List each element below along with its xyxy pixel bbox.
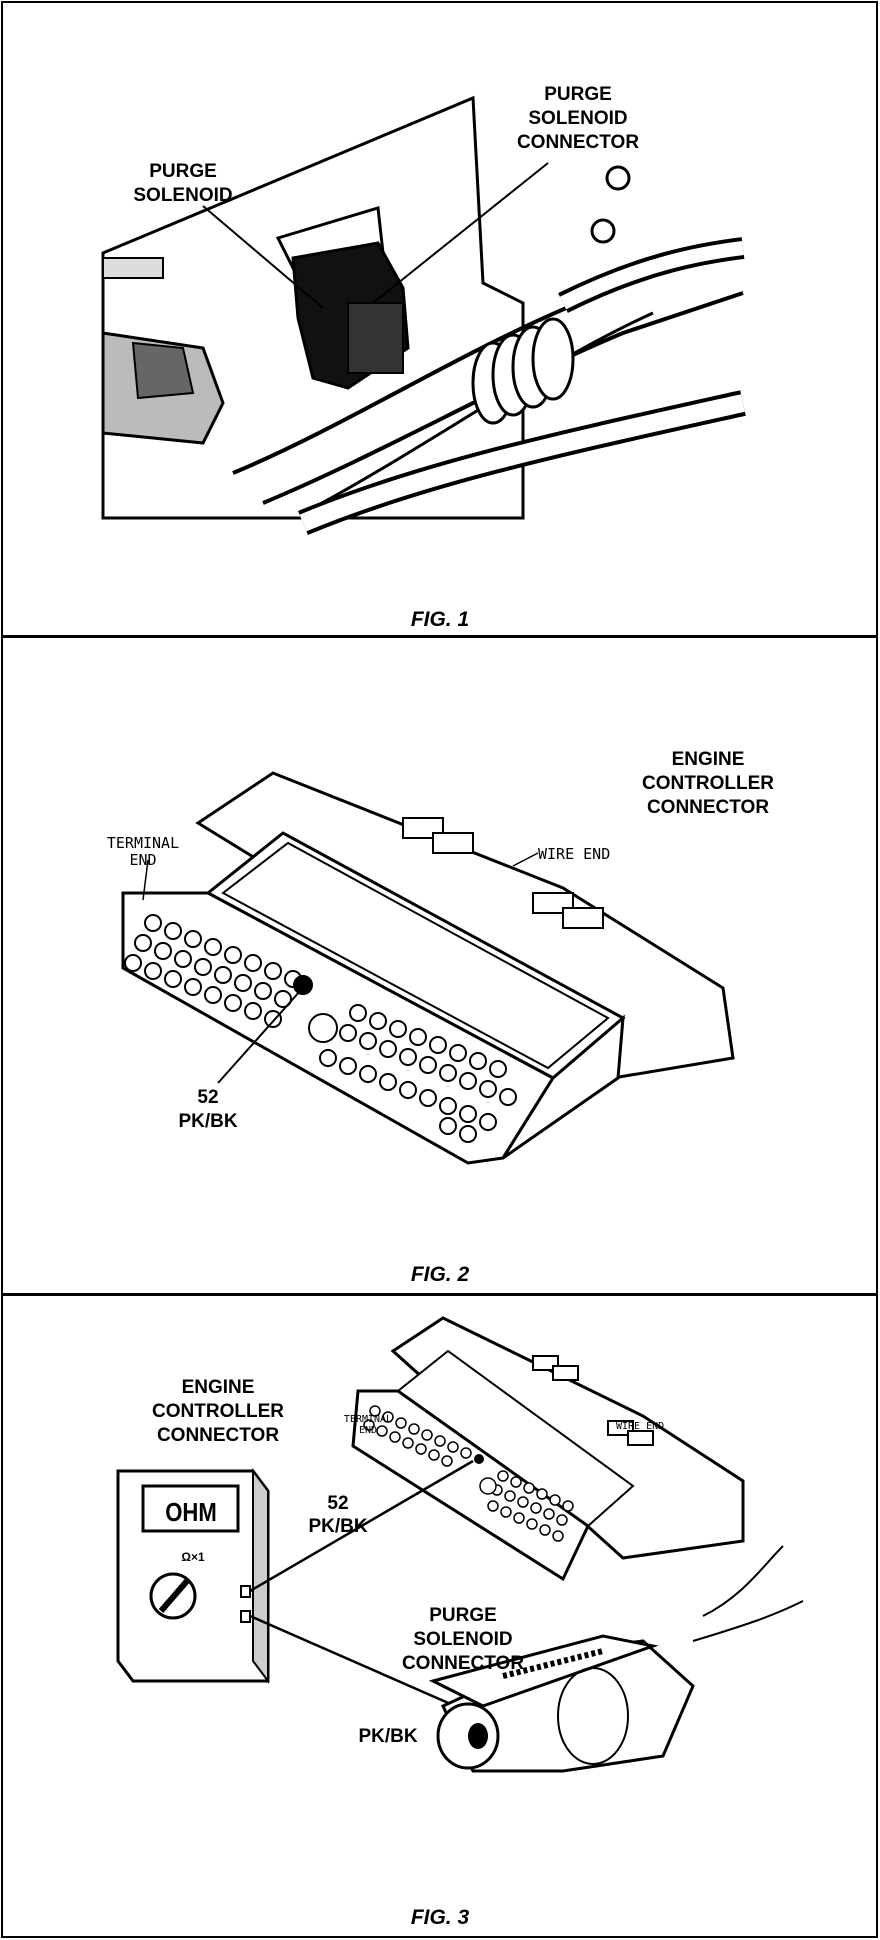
purge-solenoid-connector-label: PURGE SOLENOID CONNECTOR [401,1605,525,1674]
fig3-panel: ENGINE CONTROLLER CONNECTOR TERMINAL END… [3,1296,877,1938]
test-lead [249,1459,474,1593]
wire-end-label: WIRE END [616,1421,665,1432]
test-lead [249,1614,479,1718]
fig1-caption: FIG. 1 [410,608,470,631]
meter-jack [240,1610,251,1623]
divider [3,635,877,638]
engine-controller-connector-label: ENGINE CONTROLLER CONNECTOR [642,749,774,818]
pin-52 [293,975,313,995]
purge-solenoid-connector-label: PURGE SOLENOID CONNECTOR [516,84,640,153]
corrugated-hose [471,317,575,425]
pin-number-label: 52 [327,1493,349,1514]
fig3-test-illustration [116,1316,804,1773]
wire-color-label: PK/BK [308,1516,368,1537]
ohmmeter [116,1468,270,1684]
fig1-panel: PURGE SOLENOID PURGE SOLENOID CONNECTOR … [3,3,877,635]
terminal-end-label: TERMINAL END [343,1414,393,1436]
fig2-panel: ENGINE CONTROLLER CONNECTOR TERMINAL END… [3,638,877,1293]
fig1-engine-illustration [101,95,746,536]
meter-display-text: OHM [165,1497,217,1527]
divider [3,1293,877,1296]
engine-controller-connector-label: ENGINE CONTROLLER CONNECTOR [152,1377,284,1446]
bolt-icon [605,165,631,191]
purge-solenoid-label: PURGE SOLENOID [133,161,233,206]
terminal-end-label: TERMINAL END [106,834,180,869]
wire-end-label: WIRE END [538,845,611,863]
bolt-icon [590,218,616,244]
wire-color-label: PK/BK [178,1111,238,1132]
terminal-pins [124,914,517,1143]
connector-leader [372,162,549,304]
fig2-caption: FIG. 2 [410,1263,470,1286]
solenoid-wire-color-label: PK/BK [358,1726,418,1747]
fig2-connector-illustration [121,771,735,1165]
pin-number-label: 52 [197,1087,219,1108]
pin-52-leader [217,989,302,1084]
meter-range-text: Ω×1 [181,1550,205,1564]
purge-solenoid-shape [275,206,410,390]
fig3-caption: FIG. 3 [410,1906,470,1929]
purge-solenoid-connector-shape [428,1545,804,1773]
engine-controller-connector-shape [351,1316,745,1582]
meter-jack [240,1585,251,1598]
purge-solenoid-leader [202,205,324,309]
